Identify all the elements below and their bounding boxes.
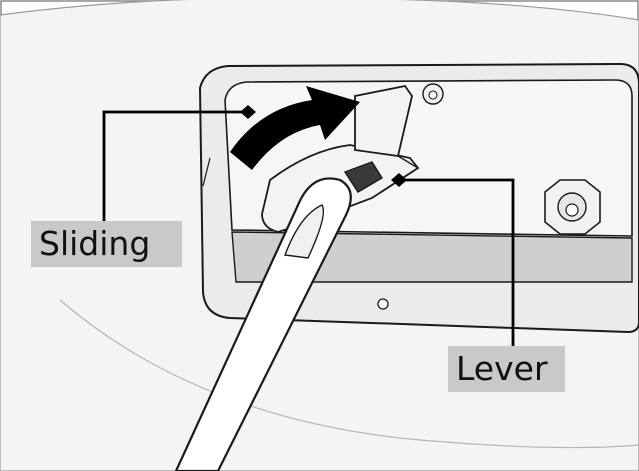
- panel-hole: [377, 298, 389, 310]
- screw-head: [544, 179, 601, 235]
- screwdriver: [174, 177, 352, 471]
- sliding-label: Sliding: [31, 221, 182, 267]
- lever-label: Lever: [448, 346, 565, 392]
- sliding-leader-line: [102, 105, 256, 221]
- small-screw: [422, 83, 444, 105]
- sliding-arrow: [230, 86, 360, 170]
- lever-part: [343, 161, 383, 193]
- lever-leader-line: [391, 173, 515, 346]
